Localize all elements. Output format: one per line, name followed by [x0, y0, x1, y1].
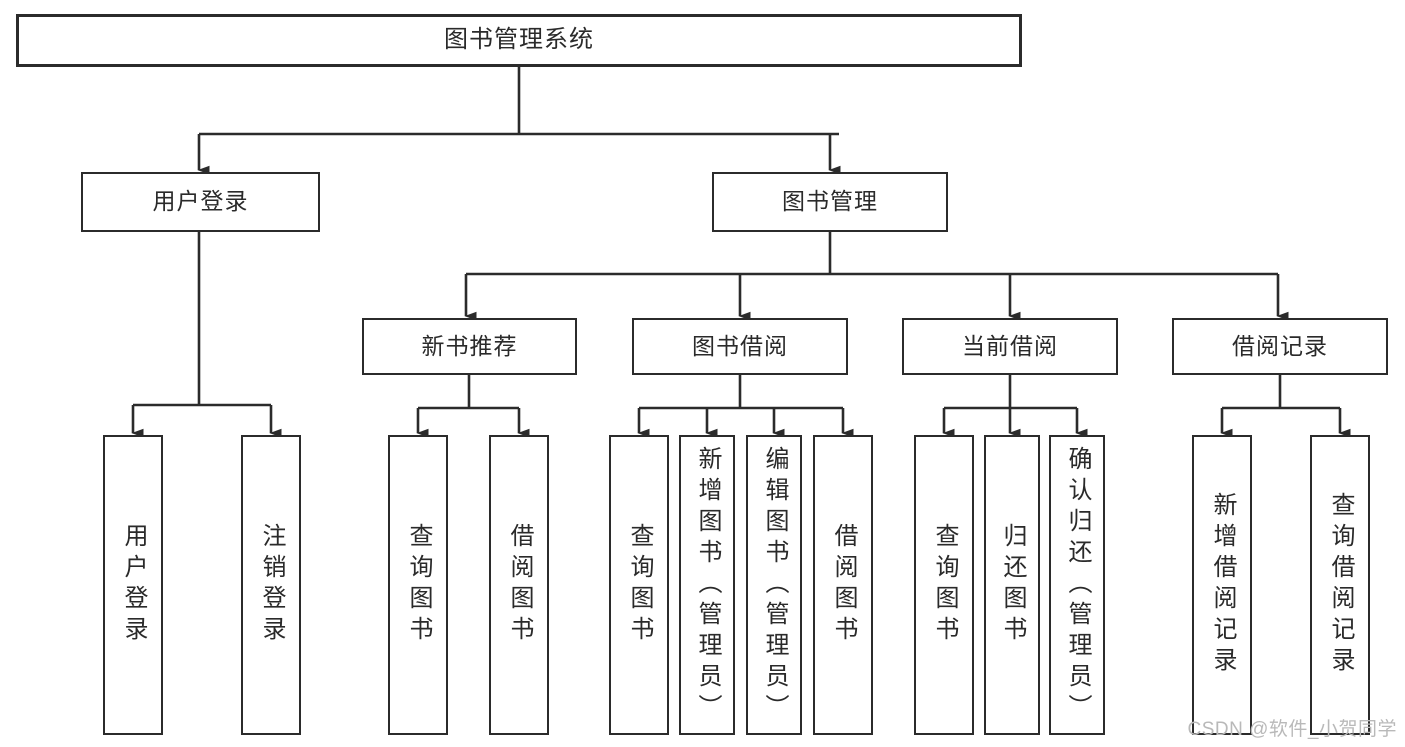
leaf-query-book-2[interactable]: 查询图书	[609, 435, 669, 735]
leaf-label: 用户登录	[120, 523, 147, 647]
leaf-label: 注销登录	[258, 523, 285, 647]
node-book-borrow[interactable]: 图书借阅	[632, 318, 848, 375]
node-borrow-record[interactable]: 借阅记录	[1172, 318, 1388, 375]
leaf-add-book[interactable]: 新增图书（管理员）	[679, 435, 735, 735]
node-current-borrow[interactable]: 当前借阅	[902, 318, 1118, 375]
leaf-query-record[interactable]: 查询借阅记录	[1310, 435, 1370, 735]
leaf-return-book[interactable]: 归还图书	[984, 435, 1040, 735]
node-new-book-recommend[interactable]: 新书推荐	[362, 318, 577, 375]
leaf-confirm-return[interactable]: 确认归还（管理员）	[1049, 435, 1105, 735]
leaf-label: 查询图书	[626, 523, 653, 647]
leaf-query-book-3[interactable]: 查询图书	[914, 435, 974, 735]
leaf-label: 归还图书	[999, 523, 1026, 647]
leaf-label: 查询借阅记录	[1327, 492, 1354, 678]
leaf-label: 查询图书	[931, 523, 958, 647]
leaf-label: 查询图书	[405, 523, 432, 647]
leaf-edit-book[interactable]: 编辑图书（管理员）	[746, 435, 802, 735]
leaf-query-book-1[interactable]: 查询图书	[388, 435, 448, 735]
node-book-management[interactable]: 图书管理	[712, 172, 948, 232]
leaf-borrow-book-2[interactable]: 借阅图书	[813, 435, 873, 735]
leaf-label: 编辑图书（管理员）	[761, 445, 788, 725]
node-user-login[interactable]: 用户登录	[81, 172, 320, 232]
leaf-label: 新增图书（管理员）	[694, 445, 721, 725]
leaf-add-record[interactable]: 新增借阅记录	[1192, 435, 1252, 735]
leaf-label: 借阅图书	[830, 523, 857, 647]
leaf-label: 确认归还（管理员）	[1064, 445, 1091, 725]
leaf-label: 新增借阅记录	[1209, 492, 1236, 678]
leaf-label: 借阅图书	[506, 523, 533, 647]
leaf-borrow-book-1[interactable]: 借阅图书	[489, 435, 549, 735]
csdn-watermark: CSDN @软件_小贺同学	[1187, 719, 1397, 740]
leaf-user-logout[interactable]: 注销登录	[241, 435, 301, 735]
leaf-user-login[interactable]: 用户登录	[103, 435, 163, 735]
node-root-system[interactable]: 图书管理系统	[16, 14, 1022, 67]
